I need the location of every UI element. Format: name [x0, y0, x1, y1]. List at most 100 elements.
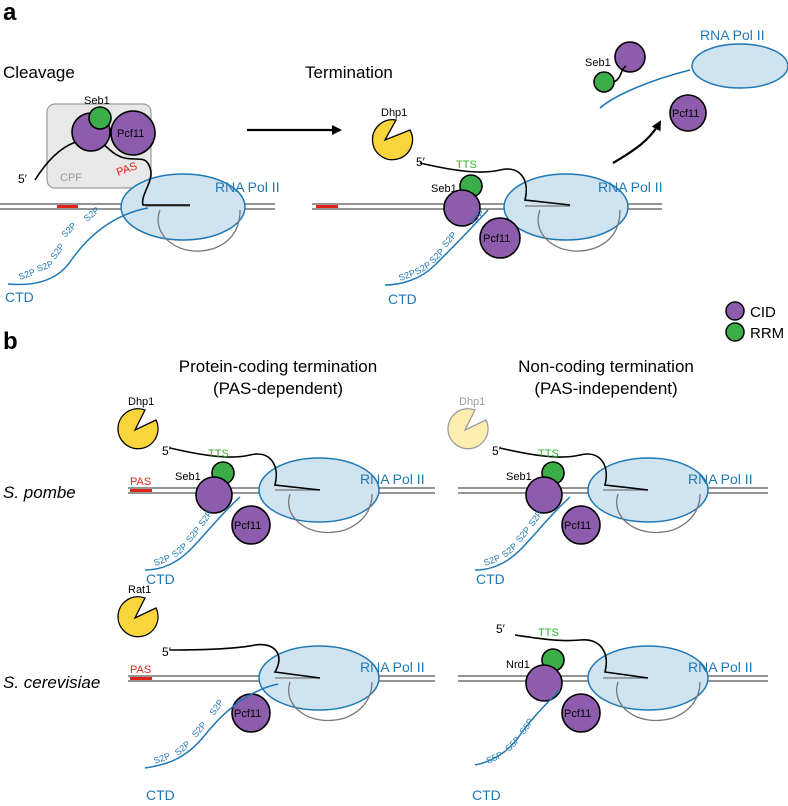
rna-pol-ii-label: RNA Pol II [688, 659, 753, 675]
rna-pol-ii-body [503, 173, 629, 241]
rna-pol-ii-label: RNA Pol II [360, 659, 425, 675]
pcf11-label: Pcf11 [234, 520, 261, 532]
dhp1-exonuclease [117, 408, 159, 450]
cleavage-title: Cleavage [3, 63, 75, 82]
ctd-label: CTD [146, 787, 175, 803]
panel-a-letter: a [3, 0, 17, 26]
ctd-label: CTD [146, 571, 175, 587]
pcf11-label: Pcf11 [483, 233, 510, 245]
ctd-mark: S5P [503, 734, 522, 753]
template-loop [145, 205, 241, 252]
ctd-mark: S2P [152, 751, 171, 766]
seb1-rrm [88, 106, 112, 130]
ctd-mark: S2P [82, 205, 101, 224]
rat1-exonuclease [117, 596, 159, 638]
released-ctd [599, 69, 691, 109]
released-rna-pol-ii [691, 43, 788, 89]
released-pcf11 [669, 94, 707, 132]
ctd-mark: S2P [427, 246, 446, 265]
legend: CID RRM [725, 301, 784, 342]
ctd-mark: S2P [190, 720, 209, 739]
cerevisiae-coding-scene: PAS Rat1 5′ Pcf11 S2P S2P S2P S2P CTD RN… [117, 584, 435, 803]
ctd-mark: S2P [184, 525, 203, 544]
template-loop [525, 205, 621, 252]
ctd-label: CTD [5, 289, 34, 305]
tts-label: TTS [456, 159, 477, 171]
dhp1-exonuclease-faded [447, 408, 489, 450]
tts-label: TTS [208, 448, 229, 460]
five-prime-label: 5′ [416, 155, 426, 169]
ctd-mark: S2P [35, 259, 54, 274]
col2-title-line2: (PAS-independent) [534, 379, 677, 398]
col2-title-line1: Non-coding termination [518, 357, 694, 376]
panel-b-letter: b [3, 328, 18, 355]
legend-cid-label: CID [750, 304, 776, 321]
ctd-tail [7, 207, 149, 286]
ctd-mark: S2P [170, 541, 189, 560]
five-prime-label: 5′ [162, 645, 172, 659]
rna-pol-ii-label: RNA Pol II [215, 179, 280, 195]
rna-pol-ii-body [120, 173, 246, 241]
ctd-label: CTD [472, 787, 501, 803]
termination-title: Termination [305, 63, 393, 82]
ctd-mark: S2P [207, 697, 225, 717]
released-pol-label: RNA Pol II [700, 27, 765, 43]
pcf11-protein [561, 693, 601, 733]
legend-rrm-swatch [725, 322, 745, 342]
pombe-coding-scene: PAS Dhp1 5′ TTS Seb1 Pcf11 S2P S2P S2P S… [117, 396, 435, 587]
ctd-tail [384, 209, 489, 286]
pcf11-protein [479, 217, 521, 259]
ctd-mark: S2P [173, 739, 192, 758]
released-seb1-rrm [593, 71, 615, 93]
pcf11-label: Pcf11 [117, 128, 144, 140]
five-prime-label: 5′ [496, 622, 506, 636]
pcf11-label: Pcf11 [234, 708, 261, 720]
seb1-label: Seb1 [84, 95, 110, 107]
col1-title-line2: (PAS-dependent) [213, 379, 343, 398]
col1-title-line1: Protein-coding termination [179, 357, 377, 376]
pcf11-label: Pcf11 [564, 520, 591, 532]
release-arrow [612, 120, 661, 164]
nrd1-cid [525, 664, 563, 702]
rna-pol-ii-label: RNA Pol II [360, 471, 425, 487]
ctd-mark: S2P [59, 220, 78, 239]
ctd-mark: S2P [17, 267, 36, 282]
ctd-mark: S2P [48, 241, 66, 261]
species-pombe: S. pombe [3, 483, 76, 502]
seb1-label: Seb1 [506, 471, 532, 483]
dhp1-exonuclease [371, 119, 414, 161]
nascent-rna [34, 139, 190, 206]
species-cerevisiae: S. cerevisiae [3, 673, 100, 692]
pombe-noncoding-scene: Dhp1 5′ TTS Seb1 Pcf11 S2P S2P S2P S2P C… [447, 396, 768, 587]
five-prime-label: 5′ [162, 444, 172, 458]
pas-label: PAS [130, 476, 151, 488]
tts-label: TTS [538, 627, 559, 639]
seb1-cid [525, 476, 563, 514]
released-pcf11-label: Pcf11 [672, 108, 699, 120]
ctd-label: CTD [476, 571, 505, 587]
seb1-label: Seb1 [431, 183, 457, 195]
cerevisiae-noncoding-scene: 5′ TTS Nrd1 Pcf11 S5P S5P S5P CTD RNA Po… [458, 622, 768, 803]
rat1-label: Rat1 [128, 584, 151, 596]
ctd-mark: S2P [514, 525, 533, 544]
ctd-mark: S2P [440, 230, 459, 249]
ctd-label: CTD [388, 291, 417, 307]
released-complex: RNA Pol II Seb1 Pcf11 [585, 27, 788, 132]
pas-label: PAS [130, 664, 151, 676]
rna-pol-ii-label: RNA Pol II [598, 179, 663, 195]
termination-scene: Dhp1 5′ TTS Seb1 Pcf11 S2P S2P S2P S2P S… [312, 107, 663, 307]
released-seb1-label: Seb1 [585, 57, 611, 69]
ctd-mark: S2P [500, 541, 519, 560]
nascent-rna [419, 162, 571, 206]
released-seb1-cid [614, 41, 646, 73]
seb1-cid [195, 476, 233, 514]
dhp1-label: Dhp1 [459, 396, 485, 408]
five-prime-label: 5′ [18, 172, 28, 186]
cleavage-scene: CPF 5′ PAS Seb1 Pcf11 S2P S2P S2P S2P S2… [0, 95, 280, 305]
cpf-label: CPF [60, 172, 82, 184]
legend-cid-swatch [725, 301, 745, 321]
dhp1-label: Dhp1 [381, 107, 407, 119]
pcf11-label: Pcf11 [564, 708, 591, 720]
pcf11-protein [561, 505, 601, 545]
